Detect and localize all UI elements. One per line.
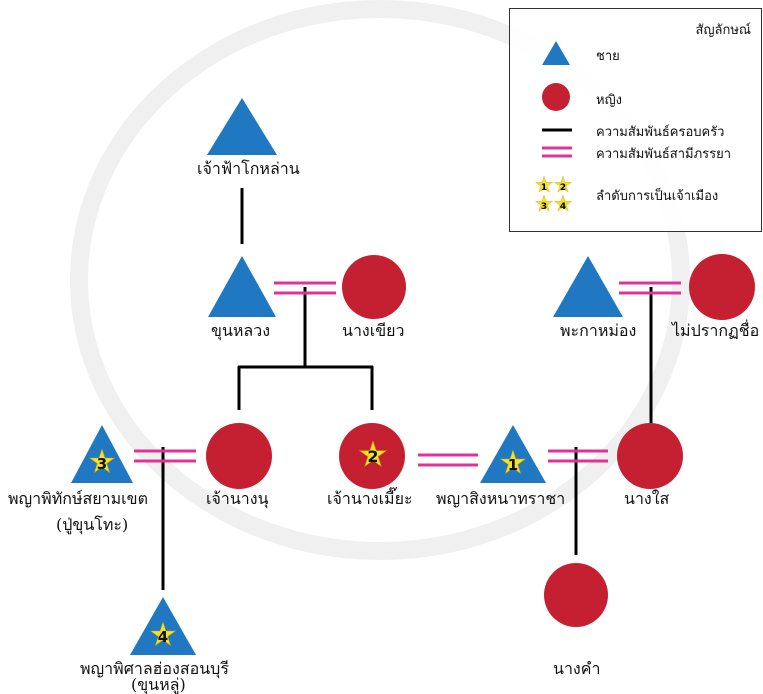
male-triangle-chaofa-kolan <box>207 98 277 155</box>
name-phaya-phitak: พญาพิทักษ์สยามเขต <box>8 489 148 508</box>
badge-number-2: 2 <box>367 447 378 466</box>
legend-badge-2: 2 <box>560 183 566 193</box>
marriage-line-phakamong-unknown <box>619 281 681 295</box>
name-nang-kham: นางคำ <box>553 659 601 678</box>
name-chaofa-kolan: เจ้าฟ้าโกหล่าน <box>197 159 300 178</box>
legend-title: สัญลักษณ์ <box>695 23 751 38</box>
legend-box: สัญลักษณ์ 1 2 3 4 ชาย หญิง ความสัมพันธ์ค… <box>509 8 762 232</box>
name-nang-sai: นางใส <box>624 489 670 508</box>
legend-male-label: ชาย <box>596 49 620 64</box>
legend-badge-4: 4 <box>560 202 566 212</box>
name-chao-nang-mia: เจ้านางเมี๊ยะ <box>327 489 413 508</box>
marriage-line-khunluang-nangkhiao <box>274 281 336 295</box>
legend-male-icon <box>542 41 570 65</box>
marriage-line-mia-sing <box>418 453 478 467</box>
name-unknown: ไม่ปรากฏชื่อ <box>672 321 760 340</box>
name-phakamong: พะกาหม่อง <box>560 321 637 340</box>
name-phaya-sing: พญาสิงหนาทราชา <box>436 489 566 508</box>
badge-number-4: 4 <box>158 628 168 646</box>
legend-female-icon <box>542 83 570 111</box>
name-phaya-phisan-alias: (ขุนหลู่) <box>131 675 186 694</box>
female-circle-nang-kham <box>544 563 608 627</box>
legend-symbols: 1 2 3 4 <box>535 41 572 212</box>
name-phaya-phitak-alias: (ปู่ขุนโทะ) <box>56 515 129 534</box>
female-circle-nang-sai <box>617 423 683 489</box>
legend-ruler-order-label: ลำดับการเป็นเจ้าเมือง <box>596 189 719 204</box>
legend-female-label: หญิง <box>596 93 622 108</box>
legend-badge-3: 3 <box>541 202 547 212</box>
name-phaya-phisan: พญาพิศาลฮ่องสอนบุรี <box>80 659 229 678</box>
badge-number-3: 3 <box>97 455 107 473</box>
female-circle-unknown <box>689 254 755 320</box>
legend-badge-1: 1 <box>541 183 547 193</box>
name-khun-luang: ขุนหลวง <box>211 321 271 340</box>
marriage-line-phitak-nu <box>134 449 196 463</box>
male-triangle-phakamong <box>553 256 623 317</box>
name-nang-khiao: นางเขียว <box>342 321 405 340</box>
legend-marriage-label: ความสัมพันธ์สามีภรรยา <box>596 147 732 162</box>
name-chao-nang-nu: เจ้านางนุ <box>206 489 269 508</box>
male-triangle-khun-luang <box>208 256 276 317</box>
female-circle-nang-khiao <box>342 255 406 319</box>
marriage-line-sing-sai <box>548 449 608 463</box>
legend-family-label: ความสัมพันธ์ครอบครัว <box>596 125 725 140</box>
badge-number-1: 1 <box>508 456 518 474</box>
female-circle-chao-nang-nu <box>206 423 272 489</box>
